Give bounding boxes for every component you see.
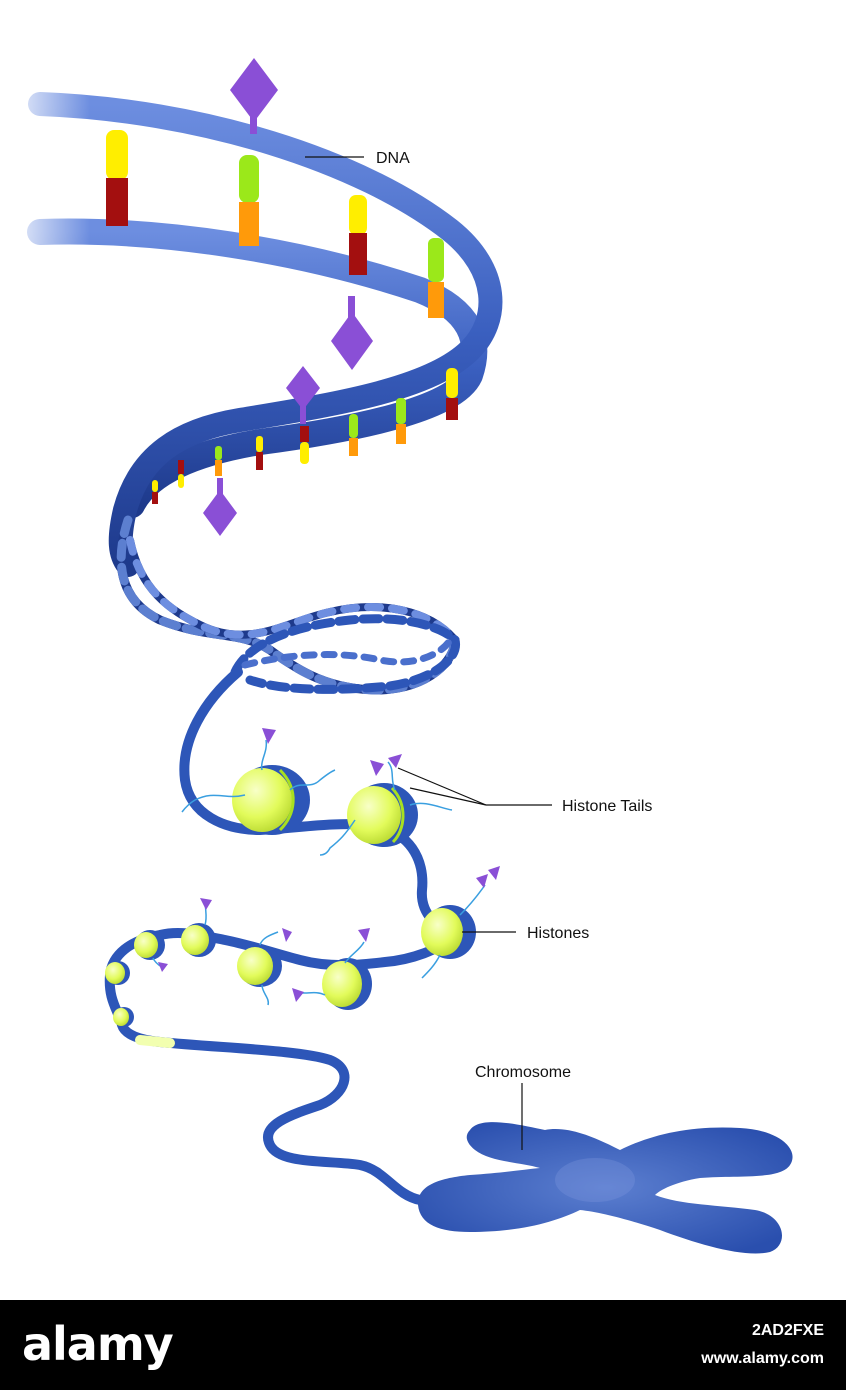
base-pair xyxy=(152,480,158,504)
watermark-footer xyxy=(0,1300,846,1390)
histones-label: Histones xyxy=(527,925,589,942)
base-pair xyxy=(256,436,263,470)
base-pair xyxy=(215,446,222,476)
histone-nucleosome xyxy=(347,783,418,847)
alamy-logo: alamy xyxy=(22,1317,174,1371)
dna-helix xyxy=(0,58,503,577)
base-pair xyxy=(446,368,458,420)
histone-nucleosome xyxy=(113,1007,134,1027)
histone-nucleosome xyxy=(421,905,476,959)
label-histones: Histones xyxy=(462,925,589,942)
methyl-tag xyxy=(230,58,278,134)
watermark-url: www.alamy.com xyxy=(701,1350,824,1367)
histone-nucleosome xyxy=(105,961,130,985)
image-id: 2AD2FXE xyxy=(751,1322,824,1339)
label-dna: DNA xyxy=(305,150,410,167)
base-pair xyxy=(396,398,406,444)
base-pair xyxy=(349,195,367,275)
chromosome xyxy=(417,1122,793,1254)
dna-strand-front xyxy=(28,92,503,577)
base-pair xyxy=(106,130,128,226)
histone-nucleosome xyxy=(134,930,165,960)
base-pair xyxy=(428,238,444,318)
histone-nucleosome xyxy=(237,945,282,987)
base-pair xyxy=(300,426,309,464)
dna-diagram: DNA Histone Tails Histones Chromosome xyxy=(0,58,793,1254)
dna-label: DNA xyxy=(376,150,410,167)
histone-nucleosome xyxy=(232,765,310,835)
chromosome-label: Chromosome xyxy=(475,1064,571,1081)
label-chromosome: Chromosome xyxy=(475,1064,571,1150)
histone-nucleosome xyxy=(322,958,372,1010)
methyl-tag xyxy=(203,478,237,536)
histones xyxy=(105,765,476,1027)
base-pair xyxy=(239,155,259,246)
histone-tail-tags xyxy=(158,728,500,1002)
methyl-tag xyxy=(286,366,320,424)
base-pair xyxy=(178,460,184,488)
histone-tails-label: Histone Tails xyxy=(562,798,652,815)
methyl-tag xyxy=(331,296,373,370)
base-pair xyxy=(349,414,358,456)
label-histone-tails: Histone Tails xyxy=(397,767,652,815)
histone-tails xyxy=(152,739,486,1006)
histone-nucleosome xyxy=(181,923,216,957)
dna-twisted-fiber xyxy=(116,515,460,695)
dna-strand-back xyxy=(27,218,488,518)
